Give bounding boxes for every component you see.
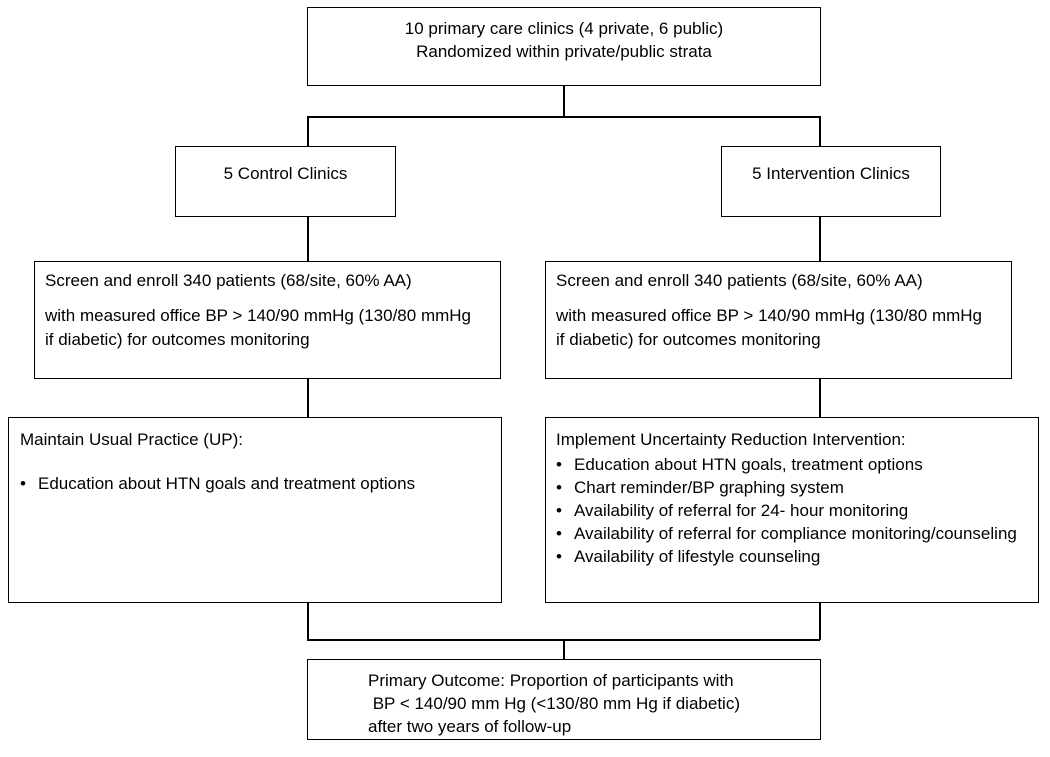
randomization-line-1: 10 primary care clinics (4 private, 6 pu… bbox=[404, 19, 724, 38]
usual-practice-box: Maintain Usual Practice (UP): •Education… bbox=[8, 417, 502, 603]
intervention-practice-item: •Chart reminder/BP graphing system bbox=[556, 478, 844, 497]
bullet-icon: • bbox=[556, 547, 562, 566]
bullet-icon: • bbox=[556, 455, 562, 474]
intervention-practice-box: Implement Uncertainty Reduction Interven… bbox=[545, 417, 1039, 603]
intervention-enrollment-box: Screen and enroll 340 patients (68/site,… bbox=[545, 261, 1012, 379]
connector-merge-down bbox=[563, 639, 565, 660]
bullet-icon: • bbox=[556, 478, 562, 497]
control-enroll-line-1: Screen and enroll 340 patients (68/site,… bbox=[45, 271, 412, 290]
intervention-enroll-line-2: with measured office BP > 140/90 mmHg (1… bbox=[556, 306, 982, 325]
intervention-practice-item: •Availability of referral for 24- hour m… bbox=[556, 501, 909, 520]
connector-practice-right-down bbox=[819, 602, 821, 640]
intervention-enroll-line-1: Screen and enroll 340 patients (68/site,… bbox=[556, 271, 923, 290]
usual-practice-item: •Education about HTN goals and treatment… bbox=[20, 474, 416, 493]
randomization-box: 10 primary care clinics (4 private, 6 pu… bbox=[307, 7, 821, 86]
connector-practice-left-down bbox=[307, 602, 309, 640]
intervention-practice-heading: Implement Uncertainty Reduction Interven… bbox=[556, 430, 906, 449]
control-enrollment-box: Screen and enroll 340 patients (68/site,… bbox=[34, 261, 501, 379]
connector-split-right-down bbox=[819, 116, 821, 147]
control-enroll-line-2: with measured office BP > 140/90 mmHg (1… bbox=[45, 306, 471, 325]
usual-practice-list: •Education about HTN goals and treatment… bbox=[17, 472, 415, 495]
primary-outcome-box: Primary Outcome: Proportion of participa… bbox=[307, 659, 821, 740]
connector-split-horizontal bbox=[307, 116, 820, 118]
intervention-practice-item: •Availability of lifestyle counseling bbox=[556, 547, 821, 566]
control-enroll-line-3: if diabetic) for outcomes monitoring bbox=[45, 330, 310, 349]
outcome-line-2: BP < 140/90 mm Hg (<130/80 mm Hg if diab… bbox=[368, 694, 740, 713]
outcome-line-3: after two years of follow-up bbox=[368, 717, 572, 736]
connector-split-left-down bbox=[307, 116, 309, 147]
connector-enroll-to-practice-left bbox=[307, 378, 309, 418]
control-clinics-box: 5 Control Clinics bbox=[175, 146, 396, 217]
connector-enroll-to-practice-right bbox=[819, 378, 821, 418]
bullet-icon: • bbox=[20, 474, 26, 493]
intervention-clinics-box: 5 Intervention Clinics bbox=[721, 146, 941, 217]
connector-control-to-enroll bbox=[307, 216, 309, 262]
intervention-enroll-line-3: if diabetic) for outcomes monitoring bbox=[556, 330, 821, 349]
intervention-practice-list: •Education about HTN goals, treatment op… bbox=[553, 453, 1017, 568]
bullet-icon: • bbox=[556, 524, 562, 543]
bullet-icon: • bbox=[556, 501, 562, 520]
control-clinics-title: 5 Control Clinics bbox=[223, 164, 348, 183]
connector-top-down bbox=[563, 85, 565, 117]
intervention-practice-item: •Availability of referral for compliance… bbox=[556, 524, 1017, 543]
intervention-clinics-title: 5 Intervention Clinics bbox=[752, 164, 910, 183]
usual-practice-heading: Maintain Usual Practice (UP): bbox=[20, 430, 243, 449]
connector-intervention-to-enroll bbox=[819, 216, 821, 262]
outcome-line-1: Primary Outcome: Proportion of participa… bbox=[368, 671, 734, 690]
intervention-practice-item: •Education about HTN goals, treatment op… bbox=[556, 455, 923, 474]
randomization-line-2: Randomized within private/public strata bbox=[416, 42, 712, 61]
